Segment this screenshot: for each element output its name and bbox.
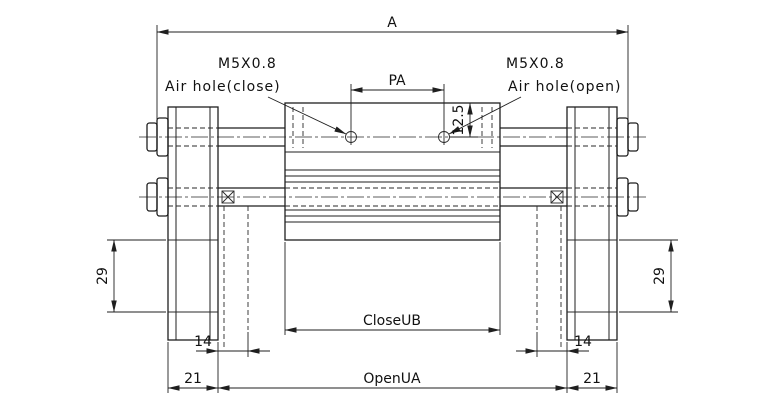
dimension-foot-right: 14 bbox=[516, 332, 592, 357]
dim-edge-right-text: 21 bbox=[583, 371, 601, 387]
dimension-pa: PA bbox=[350, 73, 445, 129]
air-hole-open-label: M5X0.8 Air hole(open) bbox=[448, 56, 621, 135]
hidden-rod-lines bbox=[168, 127, 617, 348]
cylinder-body bbox=[284, 102, 501, 241]
dim-edge-left-text: 21 bbox=[184, 371, 202, 387]
dimension-a: A bbox=[156, 15, 629, 119]
air-hole-close-label: M5X0.8 Air hole(close) bbox=[165, 56, 347, 135]
dim-a-text: A bbox=[387, 15, 397, 31]
rod-end-caps bbox=[146, 117, 639, 217]
dimension-side-right: 29 bbox=[619, 239, 678, 313]
dimension-port-offset: 12.5 bbox=[450, 102, 478, 138]
dim-close-width-text: CloseUB bbox=[363, 313, 421, 329]
dim-pa-text: PA bbox=[388, 73, 406, 89]
dimension-side-left: 29 bbox=[95, 239, 166, 313]
dim-foot-left-text: 14 bbox=[194, 334, 212, 350]
air-hole-close-thread: M5X0.8 bbox=[218, 56, 277, 72]
section-marker-right bbox=[550, 190, 564, 204]
dim-side-right-text: 29 bbox=[652, 267, 668, 285]
dimension-close-width: CloseUB bbox=[284, 242, 501, 335]
dim-side-left-text: 29 bbox=[95, 267, 111, 285]
air-hole-open-caption: Air hole(open) bbox=[508, 79, 621, 95]
dim-port-offset-text: 12.5 bbox=[451, 104, 467, 135]
dim-open-width-text: OpenUA bbox=[363, 371, 421, 387]
air-hole-close-caption: Air hole(close) bbox=[165, 79, 281, 95]
air-hole-open-thread: M5X0.8 bbox=[506, 56, 565, 72]
air-hole-close-port bbox=[345, 129, 357, 145]
section-marker-left bbox=[221, 190, 235, 204]
piston-rods bbox=[218, 127, 567, 207]
dimension-foot-left: 14 bbox=[194, 332, 270, 357]
dim-foot-right-text: 14 bbox=[574, 334, 592, 350]
dimension-bottom-chain: 21 OpenUA 21 bbox=[167, 342, 618, 393]
left-end-plate bbox=[167, 106, 219, 341]
centerlines bbox=[139, 136, 646, 198]
air-hole-open-port bbox=[438, 129, 450, 145]
right-end-plate bbox=[566, 106, 618, 341]
